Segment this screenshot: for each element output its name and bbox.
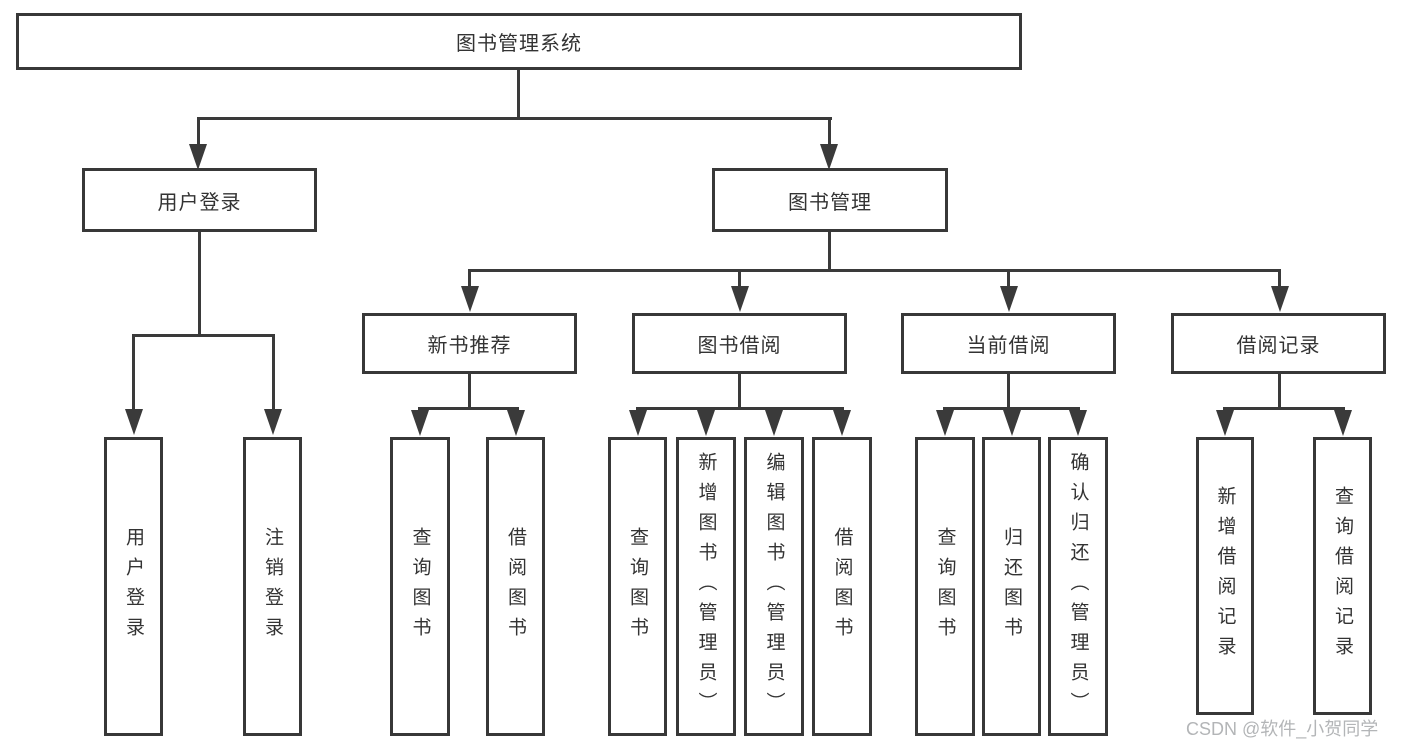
connector-level3-stub xyxy=(1007,269,1010,289)
arrow-down-icon xyxy=(189,144,207,170)
arrow-down-icon xyxy=(1069,410,1087,436)
arrow-down-icon xyxy=(1003,410,1021,436)
arrow-down-icon xyxy=(833,410,851,436)
node-user-login: 用户登录 xyxy=(104,437,163,736)
node-borrow-books: 借阅图书 xyxy=(486,437,545,736)
connector-section-stem xyxy=(468,373,471,410)
arrow-down-icon xyxy=(125,409,143,435)
arrow-down-icon xyxy=(1216,410,1234,436)
arrow-down-icon xyxy=(507,410,525,436)
connector-leaf-bar xyxy=(1223,407,1345,410)
node-borrowing-records: 借阅记录 xyxy=(1171,313,1386,374)
connector-level3-stub xyxy=(468,269,471,289)
arrow-down-icon xyxy=(820,144,838,170)
arrow-down-icon xyxy=(697,410,715,436)
node-library-management-system: 图书管理系统 xyxy=(16,13,1022,70)
arrow-down-icon xyxy=(461,286,479,312)
node-query-borrow-record: 查询借阅记录 xyxy=(1313,437,1372,715)
connector-user-stem xyxy=(198,232,201,337)
arrow-down-icon xyxy=(731,286,749,312)
node-edit-books-admin: 编辑图书（管理员） xyxy=(744,437,804,736)
node-query-books: 查询图书 xyxy=(608,437,667,736)
connector-section-stem xyxy=(1007,373,1010,410)
node-book-borrowing: 图书借阅 xyxy=(632,313,847,374)
arrow-down-icon xyxy=(629,410,647,436)
connector-user-child-stub xyxy=(272,334,275,412)
node-add-books-admin: 新增图书（管理员） xyxy=(676,437,736,736)
connector-root-stem xyxy=(517,70,520,119)
arrow-down-icon xyxy=(765,410,783,436)
connector-leaf-bar xyxy=(418,407,519,410)
connector-leaf-bar xyxy=(943,407,1080,410)
arrow-down-icon xyxy=(1000,286,1018,312)
connector-book-stem xyxy=(828,232,831,271)
node-return-books: 归还图书 xyxy=(982,437,1041,736)
watermark: CSDN @软件_小贺同学 xyxy=(1186,719,1379,739)
node-logout: 注销登录 xyxy=(243,437,302,736)
node-query-books: 查询图书 xyxy=(915,437,975,736)
node-confirm-return-admin: 确认归还（管理员） xyxy=(1048,437,1108,736)
arrow-down-icon xyxy=(1334,410,1352,436)
connector-level3-stub xyxy=(1278,269,1281,289)
node-add-borrow-record: 新增借阅记录 xyxy=(1196,437,1254,715)
arrow-down-icon xyxy=(411,410,429,436)
connector-level3-bar xyxy=(468,269,1281,272)
connector-section-stem xyxy=(738,373,741,410)
node-new-book-recommendation: 新书推荐 xyxy=(362,313,577,374)
connector-level3-stub xyxy=(738,269,741,289)
connector-leaf-bar xyxy=(636,407,844,410)
node-borrow-books: 借阅图书 xyxy=(812,437,872,736)
connector-section-stem xyxy=(1278,373,1281,410)
arrow-down-icon xyxy=(936,410,954,436)
connector-user-child-stub xyxy=(132,334,135,412)
connector-book-stub xyxy=(828,117,831,147)
arrow-down-icon xyxy=(1271,286,1289,312)
connector-user-stub xyxy=(197,117,200,147)
connector-user-bar xyxy=(132,334,275,337)
connector-level2-bar xyxy=(197,117,832,120)
arrow-down-icon xyxy=(264,409,282,435)
node-current-borrowing: 当前借阅 xyxy=(901,313,1116,374)
node-user-login-branch: 用户登录 xyxy=(82,168,317,232)
node-book-management: 图书管理 xyxy=(712,168,948,232)
node-query-books: 查询图书 xyxy=(390,437,450,736)
